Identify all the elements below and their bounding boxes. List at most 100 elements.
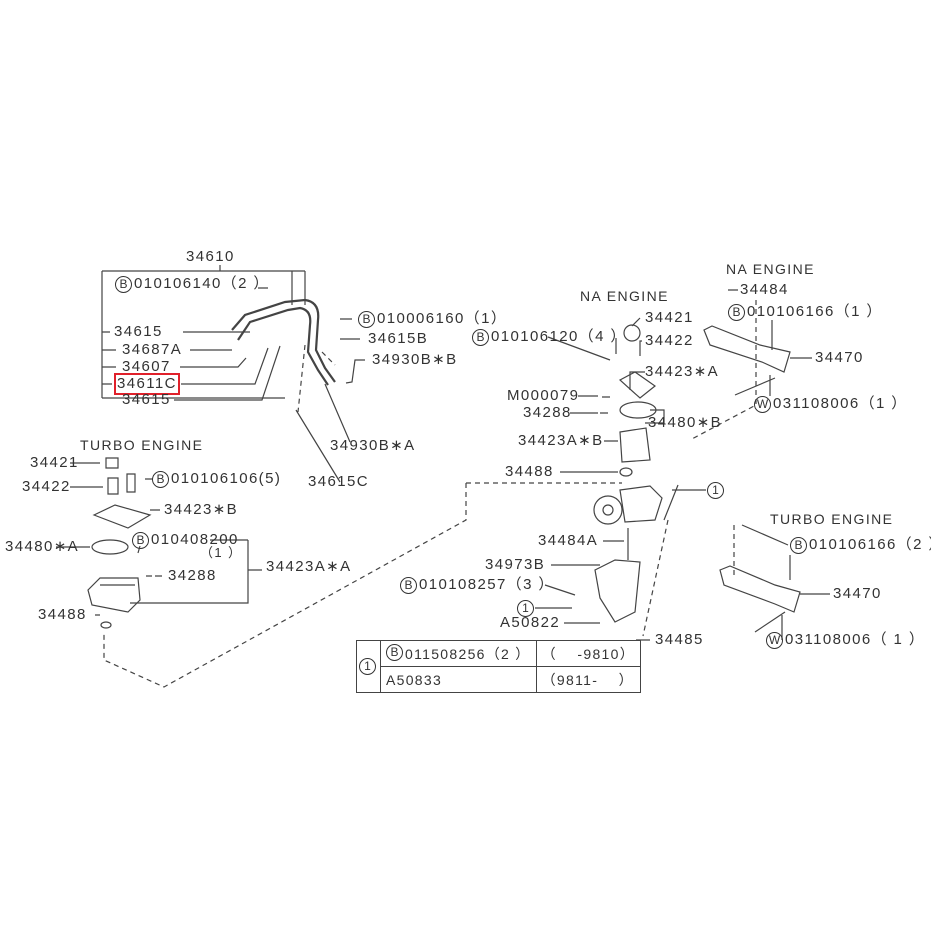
part-number: 031108006（1 ） <box>773 395 908 412</box>
part-number: 031108006（ 1 ） <box>785 631 926 648</box>
ref-circle-icon: 1 <box>707 482 724 499</box>
label-34422: 34422 <box>22 478 71 495</box>
pump-pulley <box>593 495 623 525</box>
label-34470-turbo: 34470 <box>833 585 882 602</box>
label-34611c-highlighted[interactable]: 34611C <box>114 373 180 395</box>
ref-1-marker: 1 <box>707 482 726 499</box>
na-engine-header: NA ENGINE <box>580 288 669 304</box>
label-34615: 34615 <box>114 323 163 340</box>
turbo-engine-header: TURBO ENGINE <box>80 437 204 453</box>
label-34484: 34484 <box>740 281 789 298</box>
ref-circle-icon: 1 <box>359 658 376 675</box>
label-a50822: A50822 <box>500 614 561 631</box>
label-34610: 34610 <box>186 248 235 265</box>
label-34930b-a: 34930B∗A <box>330 437 416 454</box>
bolt-b-icon: B <box>728 304 745 321</box>
turbo-cover <box>92 504 152 529</box>
part-number: 010106140（2 ） <box>134 275 270 292</box>
bolt-b-icon: B <box>358 311 375 328</box>
part-number: 010106120（4 ） <box>491 328 627 345</box>
label-34288: 34288 <box>168 567 217 584</box>
ref-cell: 1 <box>356 640 381 693</box>
label-34480-a: 34480∗A <box>5 538 80 555</box>
label-34423a-b: 34423A∗B <box>518 432 604 449</box>
turbo-oring <box>100 621 112 629</box>
turbo-leaders <box>56 462 262 616</box>
label-34615-b: 34615 <box>122 391 171 408</box>
label-34488-na: 34488 <box>505 463 554 480</box>
label-34615c: 34615C <box>308 473 369 490</box>
washer-w-icon: W <box>766 632 783 649</box>
label-34421: 34421 <box>30 454 79 471</box>
na-bracket <box>703 325 791 373</box>
pressure-hose <box>231 298 336 383</box>
turbo-cap <box>105 457 136 495</box>
part-cell: A50833 <box>380 666 537 693</box>
na-tank <box>600 338 657 463</box>
part-number: 010408200 <box>151 531 239 548</box>
part-number: 010106106(5) <box>171 470 282 487</box>
label-34687a: 34687A <box>122 341 183 358</box>
turbo-engine-header-2: TURBO ENGINE <box>770 511 894 527</box>
bolt-b-icon: B <box>400 577 417 594</box>
na-engine-header-2: NA ENGINE <box>726 261 815 277</box>
bolt-b-icon: B <box>386 643 403 661</box>
na-cap <box>623 324 641 342</box>
label-34607: 34607 <box>122 358 171 375</box>
label-34288-na: 34288 <box>523 404 572 421</box>
label-qty: （1 ） <box>200 545 243 560</box>
pump-bracket <box>594 528 641 623</box>
return-hose <box>237 306 329 386</box>
ref-1-marker-b: 1 <box>517 600 536 617</box>
label-34485: 34485 <box>655 631 704 648</box>
label-34480-b: 34480∗B <box>648 414 723 431</box>
turbo-bracket-leaders <box>741 524 830 640</box>
label-34973b: 34973B <box>485 556 546 573</box>
bolt-b-icon: B <box>472 329 489 346</box>
bolt-b-icon: B <box>152 471 169 488</box>
bracket-line <box>101 265 306 399</box>
label-34423-b: 34423∗B <box>164 501 239 518</box>
bolt-b-icon: B <box>790 537 807 554</box>
bolt-b-icon: B <box>115 276 132 293</box>
turbo-bracket <box>719 565 801 613</box>
label-34423a-a: 34423A∗A <box>266 558 352 575</box>
part-number: 010006160（1） <box>377 310 508 327</box>
dashed-route <box>103 300 757 688</box>
label-34421-na: 34421 <box>645 309 694 326</box>
part-number: 010106166（2 ） <box>809 536 931 553</box>
bolt-b-icon: B <box>132 532 149 549</box>
turbo-gasket <box>91 539 129 555</box>
washer-w-icon: W <box>754 396 771 413</box>
label-m000079: M000079 <box>507 387 580 404</box>
na-bracket-leaders <box>728 289 812 396</box>
part-number: 011508256（2 ） <box>405 645 531 662</box>
leader-lines <box>174 287 365 483</box>
turbo-tank-body <box>87 577 141 613</box>
label-34422-na: 34422 <box>645 332 694 349</box>
pump-leaders <box>535 484 706 641</box>
label-34484a: 34484A <box>538 532 599 549</box>
label-34423-a: 34423∗A <box>645 363 720 380</box>
part-number: 010108257（3 ） <box>419 576 555 593</box>
table-row: A50833 （9811- ） <box>357 666 642 693</box>
na-oring <box>619 467 633 477</box>
na-leaders <box>547 317 665 473</box>
label-34488: 34488 <box>38 606 87 623</box>
label-34930b-b: 34930B∗B <box>372 351 458 368</box>
